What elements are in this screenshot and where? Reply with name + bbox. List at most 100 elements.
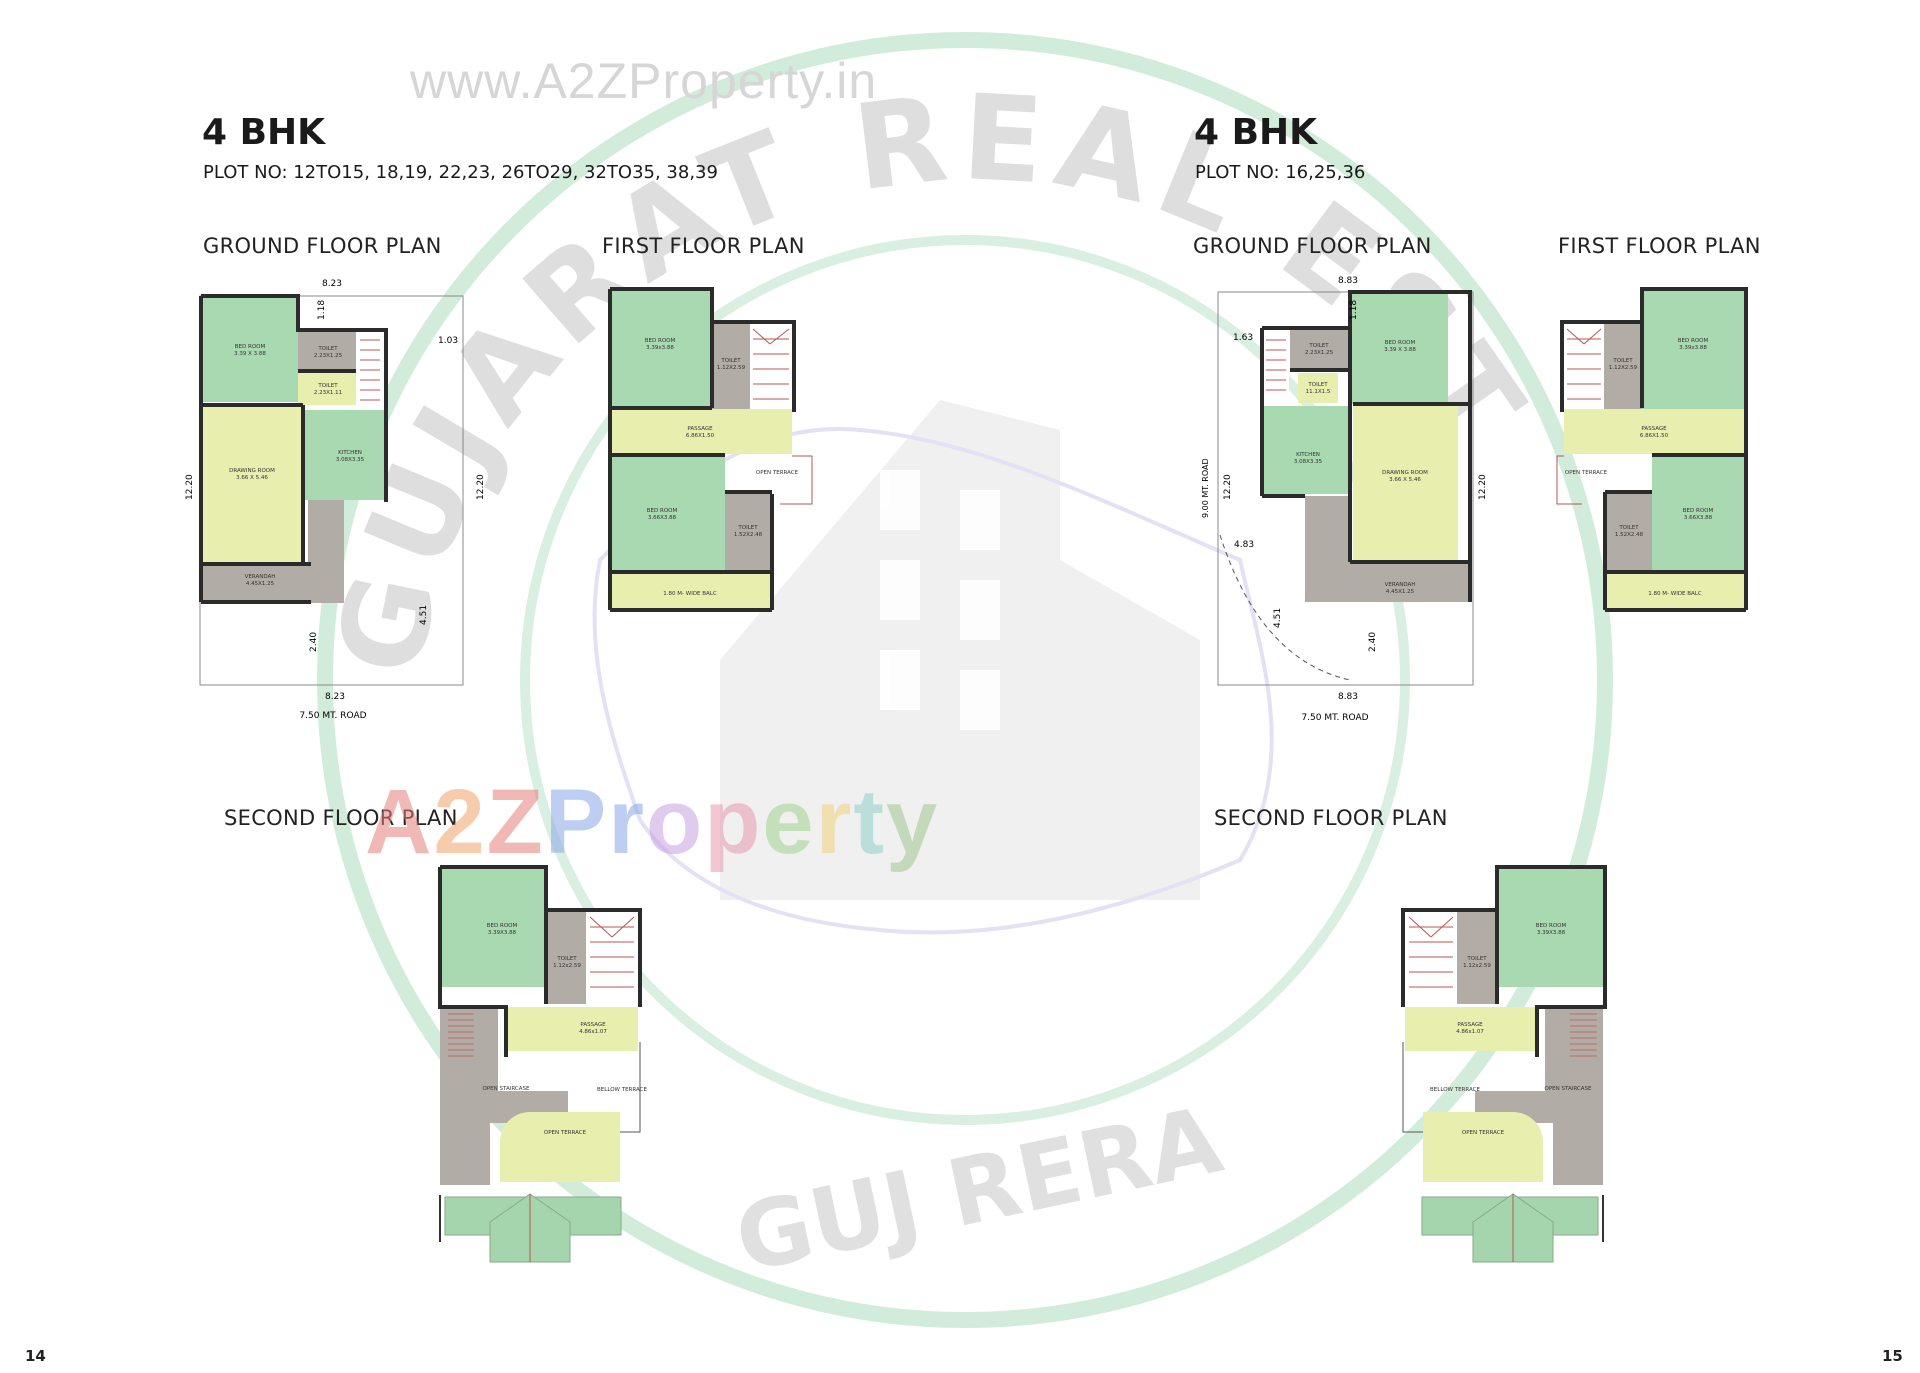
dim-left: 12.20 — [1223, 474, 1233, 500]
svg-text:3.66X3.88: 3.66X3.88 — [648, 515, 677, 521]
left-first-heading: FIRST FLOOR PLAN — [602, 234, 805, 258]
svg-text:TOILET: TOILET — [720, 358, 741, 364]
url-watermark: www.A2ZProperty.in — [410, 53, 878, 109]
svg-text:4.86x1.07: 4.86x1.07 — [1456, 1029, 1484, 1035]
side-road-label: 9.00 MT. ROAD — [1201, 458, 1210, 518]
svg-text:3.39 X 3.88: 3.39 X 3.88 — [234, 351, 266, 357]
svg-text:VERANDAH: VERANDAH — [245, 574, 276, 580]
svg-text:OPEN STAIRCASE: OPEN STAIRCASE — [1545, 1086, 1592, 1092]
svg-text:4.86x1.07: 4.86x1.07 — [579, 1029, 607, 1035]
svg-text:BED ROOM: BED ROOM — [235, 344, 266, 350]
svg-text:1.52X2.48: 1.52X2.48 — [1615, 532, 1644, 538]
dim-4-51: 4.51 — [419, 605, 429, 625]
dim-right: 12.20 — [476, 474, 486, 500]
svg-text:BED ROOM: BED ROOM — [487, 923, 518, 929]
dim-top: 8.23 — [322, 279, 342, 289]
svg-text:1.12X2.59: 1.12X2.59 — [1609, 365, 1638, 371]
right-title: 4 BHK — [1194, 112, 1318, 153]
right-second-heading: SECOND FLOOR PLAN — [1214, 806, 1448, 830]
svg-text:TOILET: TOILET — [1618, 525, 1639, 531]
dim-1-18: 1.18 — [1349, 300, 1359, 320]
svg-text:TOILET: TOILET — [1308, 343, 1329, 349]
dim-1-63: 1.63 — [1233, 333, 1253, 343]
svg-text:BED ROOM: BED ROOM — [647, 508, 678, 514]
svg-text:3.39X3.88: 3.39X3.88 — [488, 930, 517, 936]
svg-text:3.08X3.35: 3.08X3.35 — [1294, 459, 1323, 465]
left-ground-floor-plan: 8.23 8.23 7.50 MT. ROAD 1.18 1.03 12.20 … — [185, 279, 486, 721]
svg-text:BED ROOM: BED ROOM — [645, 338, 676, 344]
svg-text:4.45X1.25: 4.45X1.25 — [1386, 589, 1415, 595]
dim-2-40: 2.40 — [1368, 632, 1378, 652]
svg-text:PASSAGE: PASSAGE — [1457, 1022, 1483, 1028]
dim-1-18: 1.18 — [317, 300, 327, 320]
dim-4-51: 4.51 — [1273, 608, 1283, 628]
svg-text:OPEN TERRACE: OPEN TERRACE — [756, 470, 799, 476]
left-title: 4 BHK — [202, 112, 326, 153]
page-number-left: 14 — [25, 1347, 46, 1365]
svg-text:3.66 X 5.46: 3.66 X 5.46 — [1389, 477, 1421, 483]
svg-text:1.80 M- WIDE BALC: 1.80 M- WIDE BALC — [663, 591, 717, 597]
svg-text:TOILET: TOILET — [1466, 956, 1487, 962]
svg-text:BED ROOM: BED ROOM — [1385, 340, 1416, 346]
svg-text:3.39 X 3.88: 3.39 X 3.88 — [1384, 347, 1416, 353]
dim-left: 12.20 — [185, 474, 195, 500]
svg-text:TOILET: TOILET — [737, 525, 758, 531]
svg-text:2.23X1.11: 2.23X1.11 — [314, 390, 342, 396]
svg-text:BED ROOM: BED ROOM — [1536, 923, 1567, 929]
page-number-right: 15 — [1882, 1347, 1903, 1365]
svg-text:1.80 M- WIDE BALC: 1.80 M- WIDE BALC — [1648, 591, 1702, 597]
svg-text:KITCHEN: KITCHEN — [338, 450, 362, 456]
svg-text:PASSAGE: PASSAGE — [1641, 426, 1667, 432]
svg-text:11.1X1.5: 11.1X1.5 — [1306, 389, 1331, 395]
left-plot-numbers: PLOT NO: 12TO15, 18,19, 22,23, 26TO29, 3… — [203, 162, 718, 183]
road-label: 7.50 MT. ROAD — [1301, 713, 1368, 723]
dim-1-03: 1.03 — [438, 336, 458, 346]
left-ground-heading: GROUND FLOOR PLAN — [203, 234, 442, 258]
a2z-property-watermark: A2Z Property — [365, 771, 940, 873]
svg-text:BELLOW TERRACE: BELLOW TERRACE — [597, 1087, 647, 1093]
right-ground-heading: GROUND FLOOR PLAN — [1193, 234, 1432, 258]
svg-text:TOILET: TOILET — [317, 383, 338, 389]
svg-text:TOILET: TOILET — [317, 346, 338, 352]
right-first-heading: FIRST FLOOR PLAN — [1558, 234, 1761, 258]
svg-text:BED ROOM: BED ROOM — [1683, 508, 1714, 514]
svg-text:TOILET: TOILET — [1307, 382, 1328, 388]
dim-bottom: 8.83 — [1338, 692, 1358, 702]
dim-bottom: 8.23 — [325, 692, 345, 702]
svg-text:3.66 X 5.46: 3.66 X 5.46 — [236, 475, 268, 481]
svg-text:3.39x3.88: 3.39x3.88 — [1679, 345, 1707, 351]
left-second-heading: SECOND FLOOR PLAN — [224, 806, 458, 830]
dim-4-83: 4.83 — [1234, 540, 1254, 550]
svg-text:6.86X1.50: 6.86X1.50 — [686, 433, 715, 439]
svg-text:OPEN TERRACE: OPEN TERRACE — [1462, 1130, 1505, 1136]
svg-text:3.39X3.88: 3.39X3.88 — [1537, 930, 1566, 936]
svg-text:6.86X1.50: 6.86X1.50 — [1640, 433, 1669, 439]
svg-text:PASSAGE: PASSAGE — [580, 1022, 606, 1028]
svg-text:BED ROOM: BED ROOM — [1678, 338, 1709, 344]
right-plot-numbers: PLOT NO: 16,25,36 — [1195, 162, 1366, 183]
road-label: 7.50 MT. ROAD — [299, 711, 366, 721]
svg-text:3.08X3.35: 3.08X3.35 — [336, 457, 365, 463]
svg-text:OPEN TERRACE: OPEN TERRACE — [1565, 470, 1608, 476]
dim-top: 8.83 — [1338, 276, 1358, 286]
svg-text:PASSAGE: PASSAGE — [687, 426, 713, 432]
svg-text:VERANDAH: VERANDAH — [1385, 582, 1416, 588]
svg-text:TOILET: TOILET — [1612, 358, 1633, 364]
svg-text:1.12x2.59: 1.12x2.59 — [553, 963, 581, 969]
svg-text:1.52X2.48: 1.52X2.48 — [734, 532, 763, 538]
svg-text:KITCHEN: KITCHEN — [1296, 452, 1320, 458]
svg-text:2.23X1.25: 2.23X1.25 — [1305, 350, 1334, 356]
svg-text:2.23X1.25: 2.23X1.25 — [314, 353, 343, 359]
svg-text:OPEN TERRACE: OPEN TERRACE — [544, 1130, 587, 1136]
svg-text:3.39x3.88: 3.39x3.88 — [646, 345, 674, 351]
svg-text:TOILET: TOILET — [556, 956, 577, 962]
svg-text:1.12X2.59: 1.12X2.59 — [717, 365, 746, 371]
svg-text:4.45X1.25: 4.45X1.25 — [246, 581, 275, 587]
dim-2-40: 2.40 — [309, 632, 319, 652]
svg-text:DRAWING ROOM: DRAWING ROOM — [1382, 470, 1428, 476]
svg-text:1.12x2.59: 1.12x2.59 — [1463, 963, 1491, 969]
